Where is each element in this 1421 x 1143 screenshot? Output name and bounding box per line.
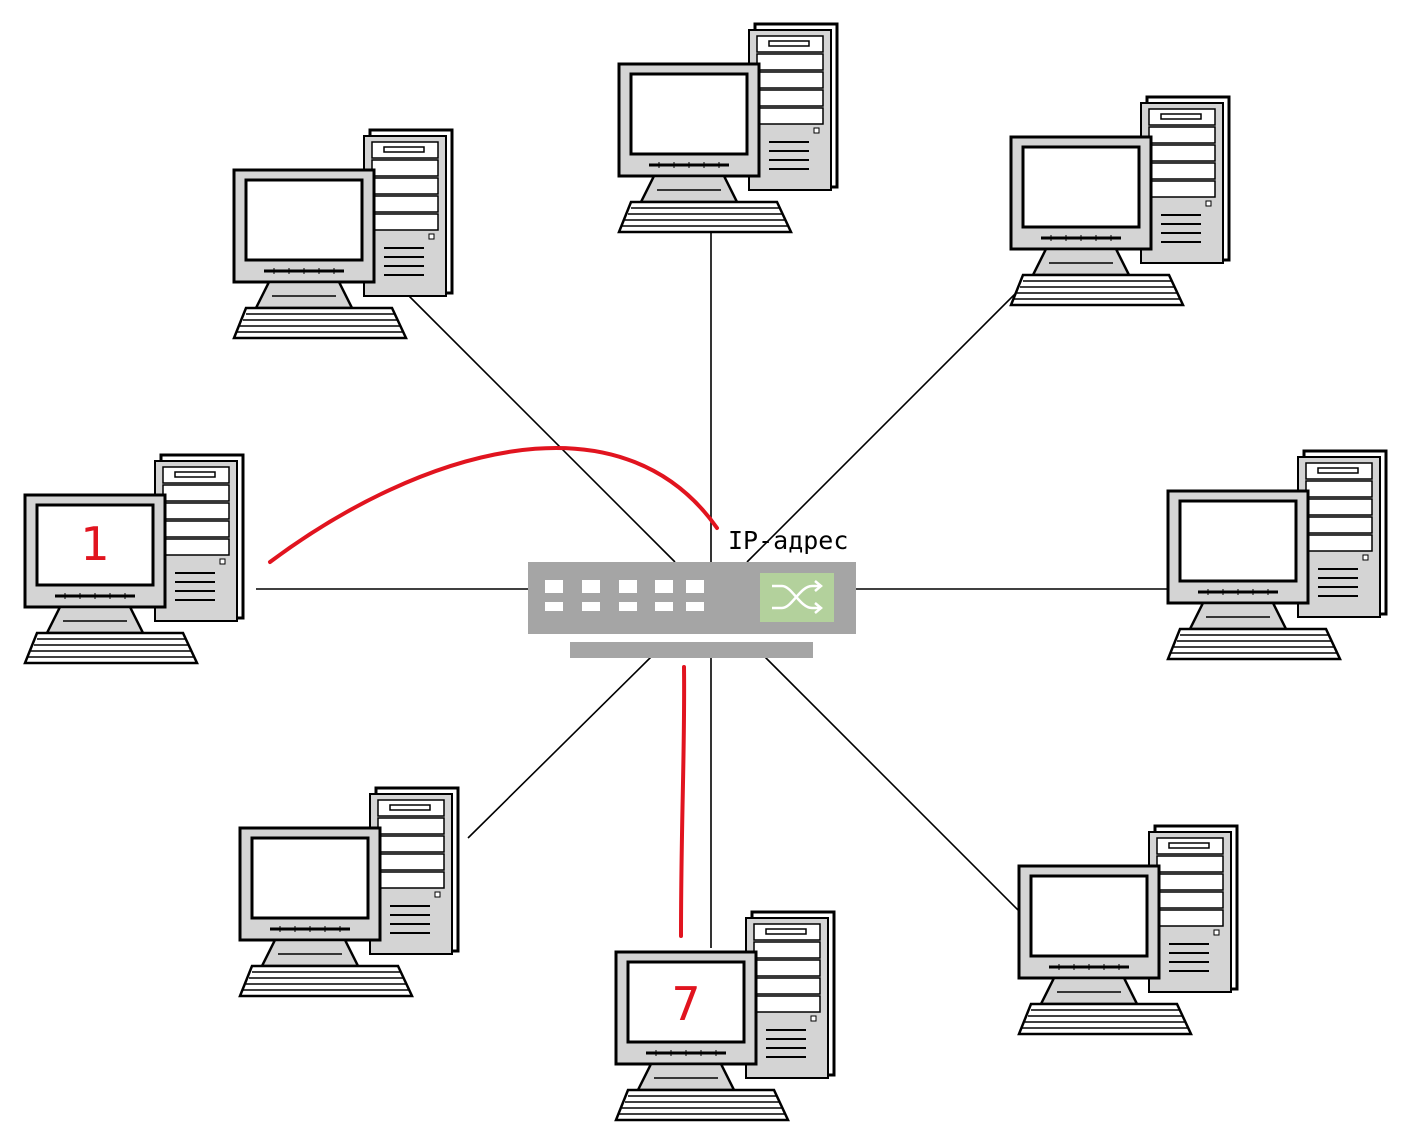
cable-bottom-right [763,655,1033,925]
computer-pc-top-right[interactable] [1009,95,1231,307]
network-switch: IP-адрес [528,526,856,658]
highlight-path-pc1-to-switch [268,446,719,564]
switch-arrows-icon [772,580,823,614]
screen-label-pc-bottom: 7 [671,977,700,1031]
computer-pc-bottom-left[interactable] [238,786,460,998]
cable-top-left [404,291,676,563]
computer-pc-left[interactable]: 1 [23,453,245,665]
switch-base [570,642,813,658]
cable-top-right [746,291,1018,563]
switch-ip-label: IP-адрес [728,526,848,555]
highlight-path-switch-to-pc7 [679,665,687,938]
cables [256,228,1170,948]
computer-pc-right[interactable] [1166,449,1388,661]
computer-pc-bottom-right[interactable] [1017,824,1239,1036]
cable-bottom-left [467,655,653,839]
computer-pc-bottom[interactable]: 7 [614,910,836,1122]
screen-label-pc-left: 1 [80,517,109,571]
switch-ports [545,580,704,611]
computer-pc-top[interactable] [617,22,839,234]
